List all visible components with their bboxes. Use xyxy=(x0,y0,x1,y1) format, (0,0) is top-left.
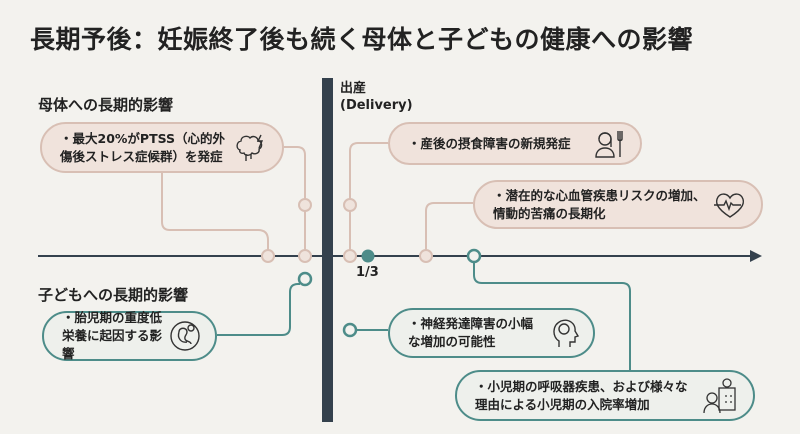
child-item-neuro: ・神経発達障害の小幅な増加の可能性 xyxy=(388,308,595,358)
child-item-fetal: ・胎児期の重度低栄養に起因する影響 xyxy=(42,310,217,361)
one-third-marker-dot xyxy=(361,249,375,263)
timeline-dot xyxy=(343,249,357,263)
delivery-bar xyxy=(322,78,333,422)
page-title: 長期予後：妊娠終了後も続く母体と子どもの健康への影響 xyxy=(30,25,694,54)
connector-ptss xyxy=(161,172,269,250)
hospital-person-icon xyxy=(703,377,736,413)
item-text: ・最大20%がPTSS（心的外傷後ストレス症候群）を発症 xyxy=(60,130,226,164)
maternal-heading: 母体への長期的影響 xyxy=(38,96,174,114)
timeline-dot xyxy=(298,249,312,263)
connector-ptss-2 xyxy=(284,146,306,250)
arrow-head-icon xyxy=(750,250,762,262)
timeline-dot xyxy=(343,198,357,212)
child-heading: 子どもへの長期的影響 xyxy=(38,286,189,304)
timeline-dot xyxy=(261,249,275,263)
item-text: ・産後の摂食障害の新規発症 xyxy=(408,135,571,151)
one-third-label: 1/3 xyxy=(356,265,379,280)
connector-cardio xyxy=(425,202,473,250)
item-text: ・神経発達障害の小幅な増加の可能性 xyxy=(408,316,534,349)
timeline-dot-child xyxy=(342,322,358,338)
timeline-dot xyxy=(419,249,433,263)
head-brain-icon xyxy=(553,319,579,347)
delivery-label-jp: 出産 xyxy=(340,81,367,96)
item-text: ・小児期の呼吸器疾患、および様々な理由による小児期の入院率増加 xyxy=(475,378,688,412)
item-text: ・胎児期の重度低栄養に起因する影響 xyxy=(62,310,163,361)
maternal-item-cardio: ・潜在的な心血管疾患リスクの増加、情動的苦痛の長期化 xyxy=(473,180,763,229)
brain-lightning-icon xyxy=(236,134,264,161)
connector-fetal xyxy=(217,283,300,336)
timeline-dot xyxy=(298,198,312,212)
timeline-dot-child xyxy=(297,271,313,287)
woman-fork-icon xyxy=(595,130,623,158)
fetus-icon xyxy=(170,321,200,351)
item-text: ・潜在的な心血管疾患リスクの増加、情動的苦痛の長期化 xyxy=(493,187,706,221)
timeline-dot-child xyxy=(466,248,482,264)
delivery-label-en: (Delivery) xyxy=(340,98,413,113)
child-item-respiratory: ・小児期の呼吸器疾患、および様々な理由による小児期の入院率増加 xyxy=(455,370,755,421)
delivery-label: 出産 (Delivery) xyxy=(340,80,413,114)
maternal-item-ptss: ・最大20%がPTSS（心的外傷後ストレス症候群）を発症 xyxy=(40,122,284,173)
maternal-item-eating: ・産後の摂食障害の新規発症 xyxy=(388,122,642,165)
connector-eating xyxy=(349,142,388,250)
heart-pulse-icon xyxy=(714,192,745,218)
connector-respiratory xyxy=(473,262,631,370)
